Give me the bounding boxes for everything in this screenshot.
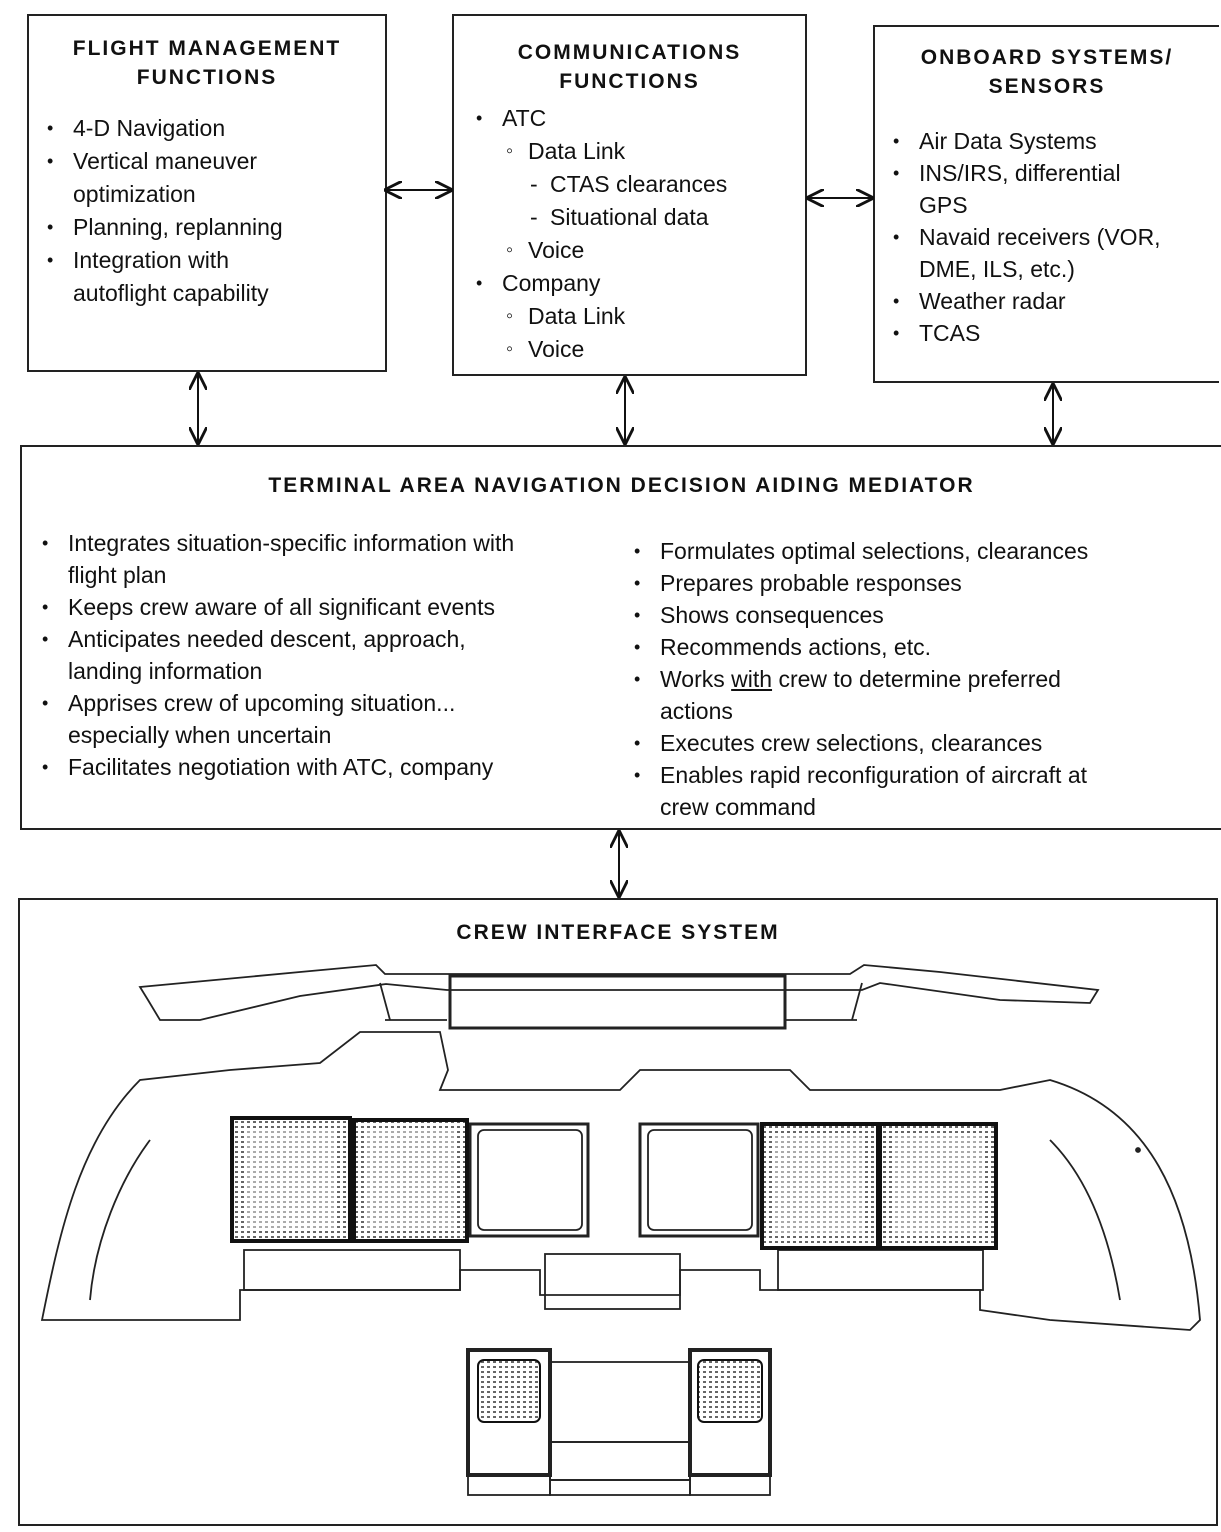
item-line: crew command [660,794,816,820]
item-line: landing information [68,658,263,684]
glareshield-display [448,974,787,1030]
item-line: flight plan [68,562,167,588]
item-line: Keeps crew aware of all significant even… [68,594,495,620]
instrument-panel [40,1031,1201,1331]
item-line: Works [660,666,725,692]
list-item: GPS [919,192,968,218]
item-line: Apprises crew of upcoming situation... [68,690,456,716]
flight-management-title-line1: FLIGHT MANAGEMENT [72,37,342,60]
list-item: Company [476,267,805,300]
list-item: Data Link [506,300,805,333]
display-nd-left [352,1118,469,1243]
flight-management-list: 4-D Navigation Vertical maneuver optimiz… [47,112,385,310]
list-item: optimization [73,181,196,207]
item-line: Integrates situation-specific informatio… [68,530,515,556]
list-item: Vertical maneuver [47,145,385,178]
item-line: Recommends actions, etc. [660,634,932,660]
list-item: ATC [476,102,805,135]
onboard-list: Air Data Systems INS/IRS, differential G… [893,125,1219,349]
onboard-title: ONBOARD SYSTEMS/ SENSORS [875,43,1219,101]
underlined-word: with [731,666,773,692]
list-item: Data Link [506,135,805,168]
item-line: Enables rapid reconfiguration of aircraf… [660,762,1088,788]
list-item: autoflight capability [73,280,269,306]
list-item: INS/IRS, differential [893,157,1219,189]
item-line: Formulates optimal selections, clearance… [660,538,1089,564]
list-item: Integration with [47,244,385,277]
item-line: Executes crew selections, clearances [660,730,1043,756]
display-plain-left [468,1122,590,1238]
list-item: Prepares probable responses [634,567,1220,599]
communications-list: ATC Data Link CTAS clearances Situationa… [476,102,805,366]
crew-interface-box: CREW INTERFACE SYSTEM [18,898,1218,1526]
list-item: Air Data Systems [893,125,1219,157]
list-item: Shows consequences [634,599,1220,631]
list-item: TCAS [893,317,1219,349]
list-item: Situational data [530,201,805,234]
list-item: Enables rapid reconfiguration of aircraf… [634,759,1220,823]
display-pfd-right [878,1122,998,1250]
list-item: Weather radar [893,285,1219,317]
glareshield [138,964,1100,1021]
display-pfd-left [230,1116,352,1243]
panel-dot [1135,1147,1141,1153]
communications-title-line1: COMMUNICATIONS [517,41,742,64]
mediator-right-list: Formulates optimal selections, clearance… [634,535,1220,823]
item-line: Anticipates needed descent, approach, [68,626,466,652]
item-line: Shows consequences [660,602,884,628]
item-line: crew to determine preferred [778,666,1061,692]
flight-management-title-line2: FUNCTIONS [136,66,278,89]
mediator-box: TERMINAL AREA NAVIGATION DECISION AIDING… [20,445,1221,830]
list-item: CTAS clearances [530,168,805,201]
item-line: especially when uncertain [68,722,332,748]
list-item: Planning, replanning [47,211,385,244]
flight-management-title: FLIGHT MANAGEMENT FUNCTIONS [29,34,385,92]
crew-interface-title: CREW INTERFACE SYSTEM [456,921,780,944]
list-item: Integrates situation-specific informatio… [42,527,628,591]
flight-management-box: FLIGHT MANAGEMENT FUNCTIONS 4-D Navigati… [27,14,387,372]
list-item: Executes crew selections, clearances [634,727,1220,759]
list-item: Works with crew to determine preferred ac… [634,663,1220,727]
list-item: Voice [506,234,805,267]
onboard-title-line2: SENSORS [988,75,1106,98]
item-line: Prepares probable responses [660,570,962,596]
list-item: Keeps crew aware of all significant even… [42,591,628,623]
onboard-title-line1: ONBOARD SYSTEMS/ [920,46,1174,69]
item-line: actions [660,698,733,724]
cdu-right [697,1359,763,1423]
communications-title: COMMUNICATIONS FUNCTIONS [454,38,805,96]
list-item: Voice [506,333,805,366]
list-item: Anticipates needed descent, approach, lan… [42,623,628,687]
communications-box: COMMUNICATIONS FUNCTIONS ATC Data Link C… [452,14,807,376]
list-item: Formulates optimal selections, clearance… [634,535,1220,567]
list-item: 4-D Navigation [47,112,385,145]
onboard-systems-box: ONBOARD SYSTEMS/ SENSORS Air Data System… [873,25,1219,383]
item-line: Facilitates negotiation with ATC, compan… [68,754,494,780]
list-item: Apprises crew of upcoming situation... es… [42,687,628,751]
list-item: Recommends actions, etc. [634,631,1220,663]
list-item: Facilitates negotiation with ATC, compan… [42,751,628,783]
list-item: Navaid receivers (VOR, [893,221,1219,253]
mediator-left-list: Integrates situation-specific informatio… [42,527,628,783]
list-item: DME, ILS, etc.) [919,256,1075,282]
mediator-title: TERMINAL AREA NAVIGATION DECISION AIDING… [268,474,975,497]
communications-title-line2: FUNCTIONS [559,70,700,93]
cdu-left [477,1359,541,1423]
display-plain-right [638,1122,760,1238]
